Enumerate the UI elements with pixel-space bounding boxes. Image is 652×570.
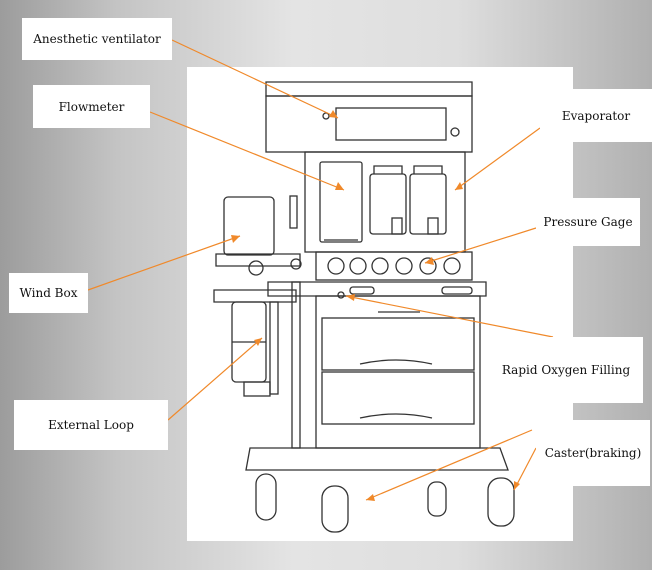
label-caster: Caster(braking) xyxy=(536,420,650,486)
ventilator-display xyxy=(335,107,447,141)
machine-outline xyxy=(213,81,515,533)
vaporizer-left-port xyxy=(391,217,403,235)
label-pressure-gage: Pressure Gage xyxy=(536,198,640,246)
drawer-upper xyxy=(321,317,475,371)
drawer-lower-handle xyxy=(359,413,433,419)
leader-wind-box xyxy=(87,235,241,291)
side-slot xyxy=(289,195,298,229)
oxygen-flush-button xyxy=(337,291,345,299)
absorber-bar xyxy=(213,289,297,303)
vaporizer-left xyxy=(369,173,407,235)
pole xyxy=(291,281,301,449)
gauge-4 xyxy=(395,257,413,275)
shelf-handle-right xyxy=(441,286,473,295)
arrowhead-external-loop xyxy=(254,338,262,346)
label-flowmeter: Flowmeter xyxy=(33,85,150,128)
drawer-lower xyxy=(321,371,475,425)
gauge-1 xyxy=(327,257,345,275)
caster-rear-middle xyxy=(427,481,447,517)
top-cap xyxy=(265,81,473,97)
bellows-canister xyxy=(223,196,275,256)
bellows-valve xyxy=(290,258,302,270)
gauge-3 xyxy=(371,257,389,275)
absorber-post xyxy=(269,301,279,395)
arrowhead-caster-right xyxy=(514,481,520,490)
ventilator-housing xyxy=(265,95,473,153)
shelf-handle-left xyxy=(349,286,375,295)
arrowhead-evaporator xyxy=(455,182,463,190)
gauge-2 xyxy=(349,257,367,275)
base-frame xyxy=(245,447,509,471)
label-anesthetic-ventilator: Anesthetic ventilator xyxy=(22,18,172,60)
arrowhead-flowmeter xyxy=(335,182,344,190)
leader-external-loop xyxy=(167,337,263,421)
flowmeter-tubes xyxy=(319,161,363,243)
leader-rapid-oxygen xyxy=(345,295,554,338)
gauge-6 xyxy=(443,257,461,275)
bellows-base xyxy=(215,253,301,267)
work-shelf xyxy=(267,281,487,297)
drawer-upper-handle xyxy=(359,359,433,365)
gauge-5 xyxy=(419,257,437,275)
leader-flowmeter xyxy=(149,111,345,191)
label-rapid-oxygen-filling: Rapid Oxygen Filling xyxy=(489,337,643,403)
ventilator-knob-right xyxy=(450,127,460,137)
arrowhead-pressure-gage xyxy=(425,257,434,265)
arrowhead-caster-left xyxy=(366,494,375,501)
bellows-knob xyxy=(248,260,264,276)
absorber-foot xyxy=(243,381,271,397)
leader-evaporator xyxy=(454,127,541,191)
caster-front-middle xyxy=(321,485,349,533)
arrowhead-wind-box xyxy=(231,235,240,243)
arrowhead-rapid-oxygen xyxy=(346,294,355,301)
label-wind-box: Wind Box xyxy=(9,273,88,313)
vaporizer-caps xyxy=(373,165,443,174)
label-external-loop: External Loop xyxy=(14,400,168,450)
leader-lines xyxy=(87,39,554,501)
leader-pressure-gage xyxy=(424,227,537,264)
label-evaporator: Evaporator xyxy=(540,89,652,142)
caster-front-right xyxy=(487,477,515,527)
leader-anesthetic-ventilator xyxy=(171,39,339,119)
middle-section xyxy=(304,151,466,253)
vaporizer-right-port xyxy=(427,217,439,235)
arrowhead-anesthetic-ventilator xyxy=(329,110,338,118)
gauge-panel xyxy=(315,251,473,281)
leader-caster-left xyxy=(365,429,533,501)
illustration-panel xyxy=(187,67,573,541)
caster-front-left xyxy=(255,473,277,521)
